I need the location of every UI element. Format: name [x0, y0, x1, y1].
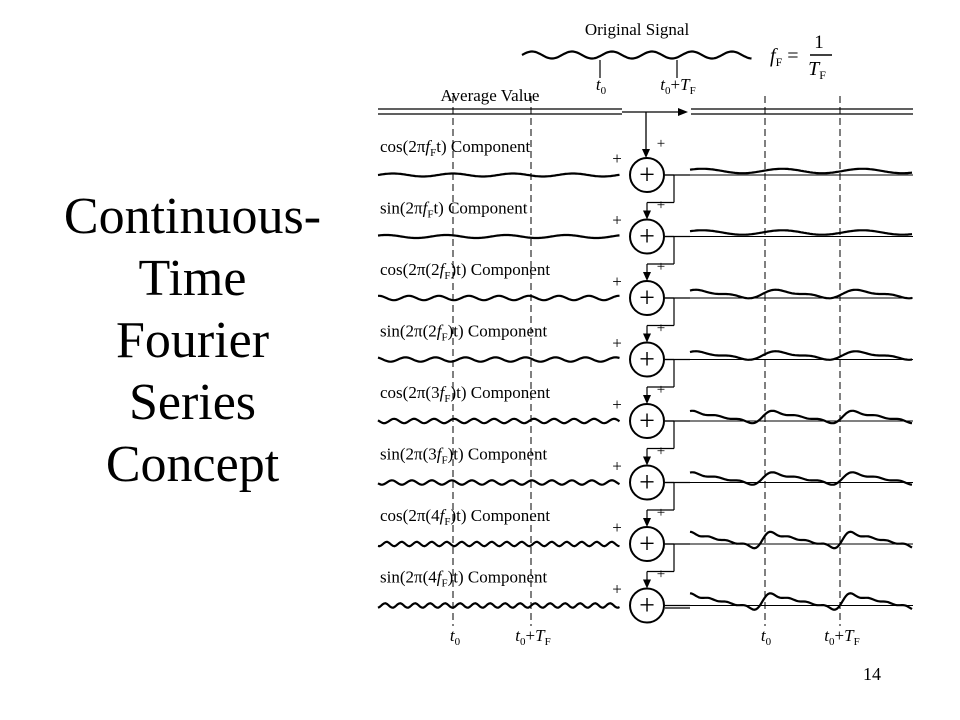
component-label-6: sin(2π(3fF)t) Component — [380, 445, 548, 467]
title-line: Time — [138, 250, 247, 307]
title-line: Fourier — [115, 312, 270, 369]
plus-sign-left-7: + — [612, 518, 622, 537]
summing-symbol-6: + — [639, 468, 655, 499]
summing-symbol-1: + — [639, 160, 655, 191]
plus-sign-left-5: + — [612, 395, 622, 414]
feedback-arrowhead-3 — [643, 272, 651, 281]
average-value-label: Average Value — [441, 86, 540, 105]
output-partial-sum-wave-2 — [689, 229, 913, 236]
plus-sign-top-6: + — [657, 444, 665, 460]
plus-sign-top-5: + — [657, 382, 665, 398]
output-partial-sum-wave-4 — [689, 350, 913, 361]
component-input-wave-2 — [377, 233, 620, 240]
plus-sign-top-8: + — [657, 567, 665, 583]
summing-symbol-7: + — [639, 529, 655, 560]
title-line: Concept — [105, 436, 280, 493]
summing-symbol-4: + — [639, 345, 655, 376]
component-label-3: cos(2π(2fF)t) Component — [380, 260, 550, 282]
component-input-wave-1 — [377, 172, 620, 178]
slide-number: 14 — [863, 664, 881, 684]
component-input-wave-3 — [378, 294, 620, 302]
plus-sign-left-1: + — [612, 149, 622, 168]
feedback-arrowhead-4 — [643, 333, 651, 343]
tick-label-t0-bottom-left: t0 — [450, 626, 461, 648]
plus-sign-left-8: + — [612, 580, 622, 599]
plus-sign-left-2: + — [612, 211, 622, 230]
output-partial-sum-wave-7 — [689, 530, 913, 550]
slide-title: Continuous- Time Fourier Series Concept — [40, 186, 345, 496]
plus-sign-top-1: + — [657, 136, 665, 152]
tick-label-t0-top: t0 — [596, 75, 607, 97]
component-input-wave-7 — [377, 540, 620, 548]
plus-sign-top-3: + — [657, 259, 665, 275]
summing-junction-1 — [629, 157, 665, 193]
summing-symbol-8: + — [639, 591, 655, 622]
tick-label-t0-plus-tf-top: t0+TF — [660, 75, 695, 97]
plus-sign-top-2: + — [657, 198, 665, 214]
formula-lhs: fF = — [770, 45, 799, 69]
component-label-4: sin(2π(2fF)t) Component — [380, 322, 548, 344]
summing-symbol-2: + — [639, 222, 655, 253]
output-partial-sum-wave-5 — [689, 409, 913, 425]
feedback-arrowhead-2 — [643, 210, 651, 220]
component-label-5: cos(2π(3fF)t) Component — [380, 383, 550, 405]
title-line: Series — [128, 374, 257, 431]
plus-sign-top-4: + — [657, 321, 665, 337]
component-input-wave-4 — [377, 356, 620, 363]
original-signal-label: Original Signal — [585, 20, 690, 39]
output-partial-sum-wave-1 — [689, 167, 913, 175]
feedback-arrowhead-6 — [643, 456, 651, 466]
tick-label-t0-plus-tf-bottom-right: t0+TF — [824, 626, 859, 648]
component-input-wave-6 — [377, 479, 621, 486]
component-label-1: cos(2πfFt) Component — [380, 137, 531, 159]
component-input-wave-8 — [377, 602, 620, 609]
output-partial-sum-wave-8 — [689, 592, 913, 611]
component-label-2: sin(2πfFt) Component — [380, 199, 528, 221]
component-label-8: sin(2π(4fF)t) Component — [380, 568, 548, 590]
plus-sign-left-6: + — [612, 457, 622, 476]
title-line: Continuous- — [63, 188, 322, 245]
plus-sign-left-4: + — [612, 334, 622, 353]
average-feed-arrowhead — [642, 149, 650, 158]
feedback-arrowhead-7 — [643, 518, 651, 527]
tick-label-t0-plus-tf-bottom-left: t0+TF — [515, 626, 550, 648]
formula-denominator: TF — [808, 58, 826, 82]
original-signal-wave — [521, 50, 752, 60]
plus-sign-top-7: + — [657, 505, 665, 521]
formula-numerator: 1 — [814, 32, 824, 53]
feedback-arrowhead-5 — [643, 395, 651, 404]
feedback-arrowhead-8 — [643, 579, 651, 589]
plus-sign-left-3: + — [612, 272, 622, 291]
tick-label-t0-bottom-right: t0 — [761, 626, 772, 648]
output-partial-sum-wave-6 — [689, 471, 913, 486]
average-arrow-head — [678, 108, 688, 116]
component-label-7: cos(2π(4fF)t) Component — [380, 506, 550, 528]
output-partial-sum-wave-3 — [689, 288, 913, 300]
component-input-wave-5 — [377, 417, 621, 425]
summing-symbol-5: + — [639, 406, 655, 437]
summing-symbol-3: + — [639, 283, 655, 314]
